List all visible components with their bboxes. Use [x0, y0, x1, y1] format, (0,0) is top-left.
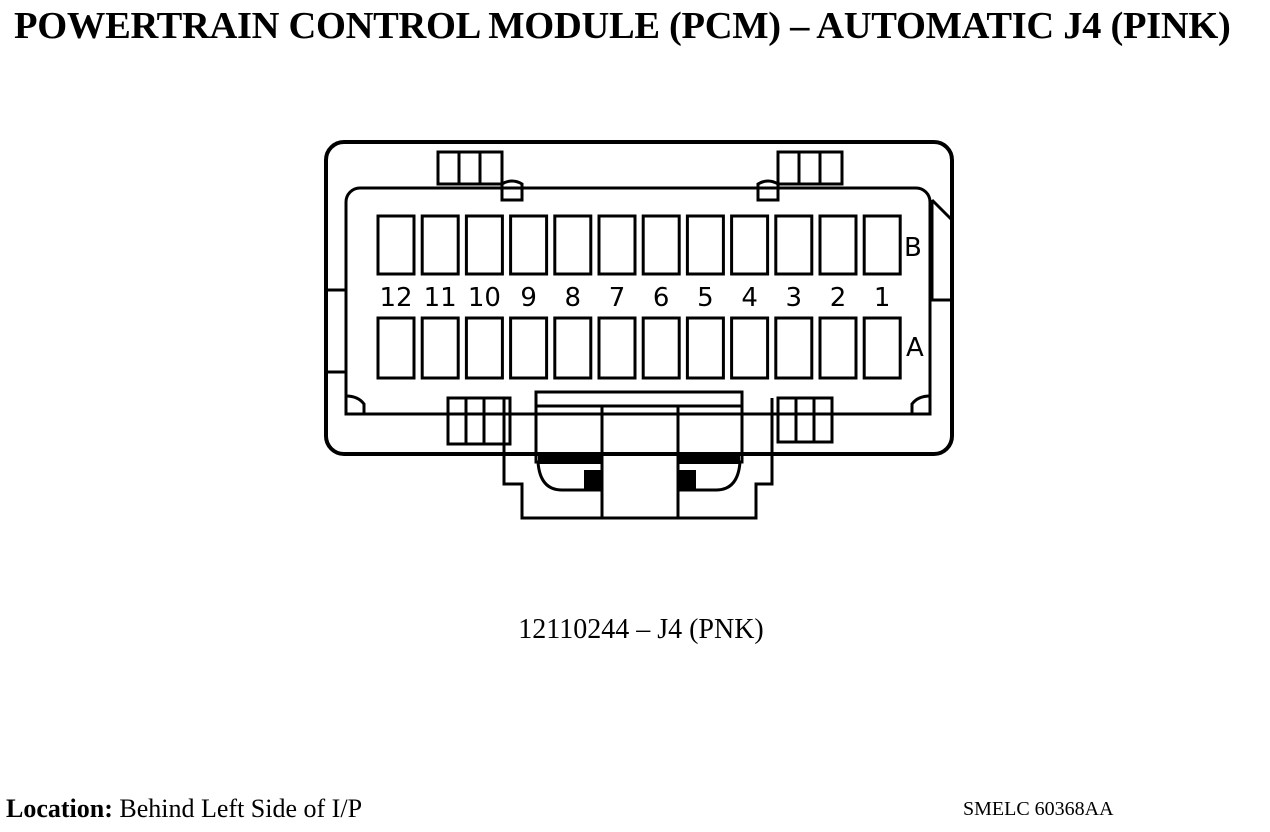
pin-number-9: 9: [520, 283, 537, 313]
part-number-label: 12110244 – J4 (PNK): [518, 614, 764, 645]
pin-cavity-b7: [597, 214, 637, 276]
pin-row-b: [376, 214, 902, 276]
pin-cavity-a9: [509, 316, 549, 380]
pin-number-3: 3: [786, 283, 803, 313]
connector-shroud-inner: [344, 186, 932, 416]
pin-cavity-a3: [774, 316, 814, 380]
top-left-lock-tab: [436, 150, 524, 202]
pin-cavity-a5: [685, 316, 725, 380]
pin-number-7: 7: [609, 283, 626, 313]
pin-cavity-a12: [376, 316, 416, 380]
pin-number-5: 5: [697, 283, 714, 313]
pin-cavity-b1: [862, 214, 902, 276]
pin-cavity-a4: [730, 316, 770, 380]
pin-cavity-a1: [862, 316, 902, 380]
connector-housing-outer: [324, 140, 954, 456]
pin-cavity-b2: [818, 214, 858, 276]
shroud-corner-bumps: [344, 394, 932, 416]
pin-number-6: 6: [653, 283, 670, 313]
latch-clip-marks: [538, 456, 740, 490]
pin-number-1: 1: [874, 283, 891, 313]
pin-number-11: 11: [424, 283, 457, 313]
diagram-title: POWERTRAIN CONTROL MODULE (PCM) – AUTOMA…: [14, 5, 1231, 47]
pin-cavity-b4: [730, 214, 770, 276]
pin-cavity-a6: [641, 316, 681, 380]
pin-number-10: 10: [468, 283, 501, 313]
left-side-notch: [326, 288, 346, 374]
pin-number-2: 2: [830, 283, 847, 313]
location-value: Behind Left Side of I/P: [112, 794, 363, 823]
pin-cavity-a7: [597, 316, 637, 380]
pin-number-4: 4: [741, 283, 758, 313]
pin-cavity-a10: [464, 316, 504, 380]
row-a-label: A: [906, 333, 924, 363]
pin-cavity-b10: [464, 214, 504, 276]
pin-cavity-b6: [641, 214, 681, 276]
pin-cavity-b9: [509, 214, 549, 276]
pin-cavity-a11: [420, 316, 460, 380]
pin-cavity-b12: [376, 214, 416, 276]
pin-cavity-b3: [774, 214, 814, 276]
pin-cavity-a8: [553, 316, 593, 380]
pin-cavity-b5: [685, 214, 725, 276]
pin-cavity-b11: [420, 214, 460, 276]
pin-number-8: 8: [565, 283, 582, 313]
location-key: Location:: [6, 794, 113, 823]
right-side-notch: [930, 198, 954, 302]
pin-cavity-b8: [553, 214, 593, 276]
pin-cavity-a2: [818, 316, 858, 380]
location-note: Location: Behind Left Side of I/P: [6, 794, 362, 824]
row-b-label: B: [904, 233, 922, 263]
reference-code: SMELC 60368AA: [963, 798, 1114, 820]
pin-number-12: 12: [379, 283, 412, 313]
top-right-lock-tab: [756, 150, 844, 202]
pin-row-a: [376, 316, 902, 380]
